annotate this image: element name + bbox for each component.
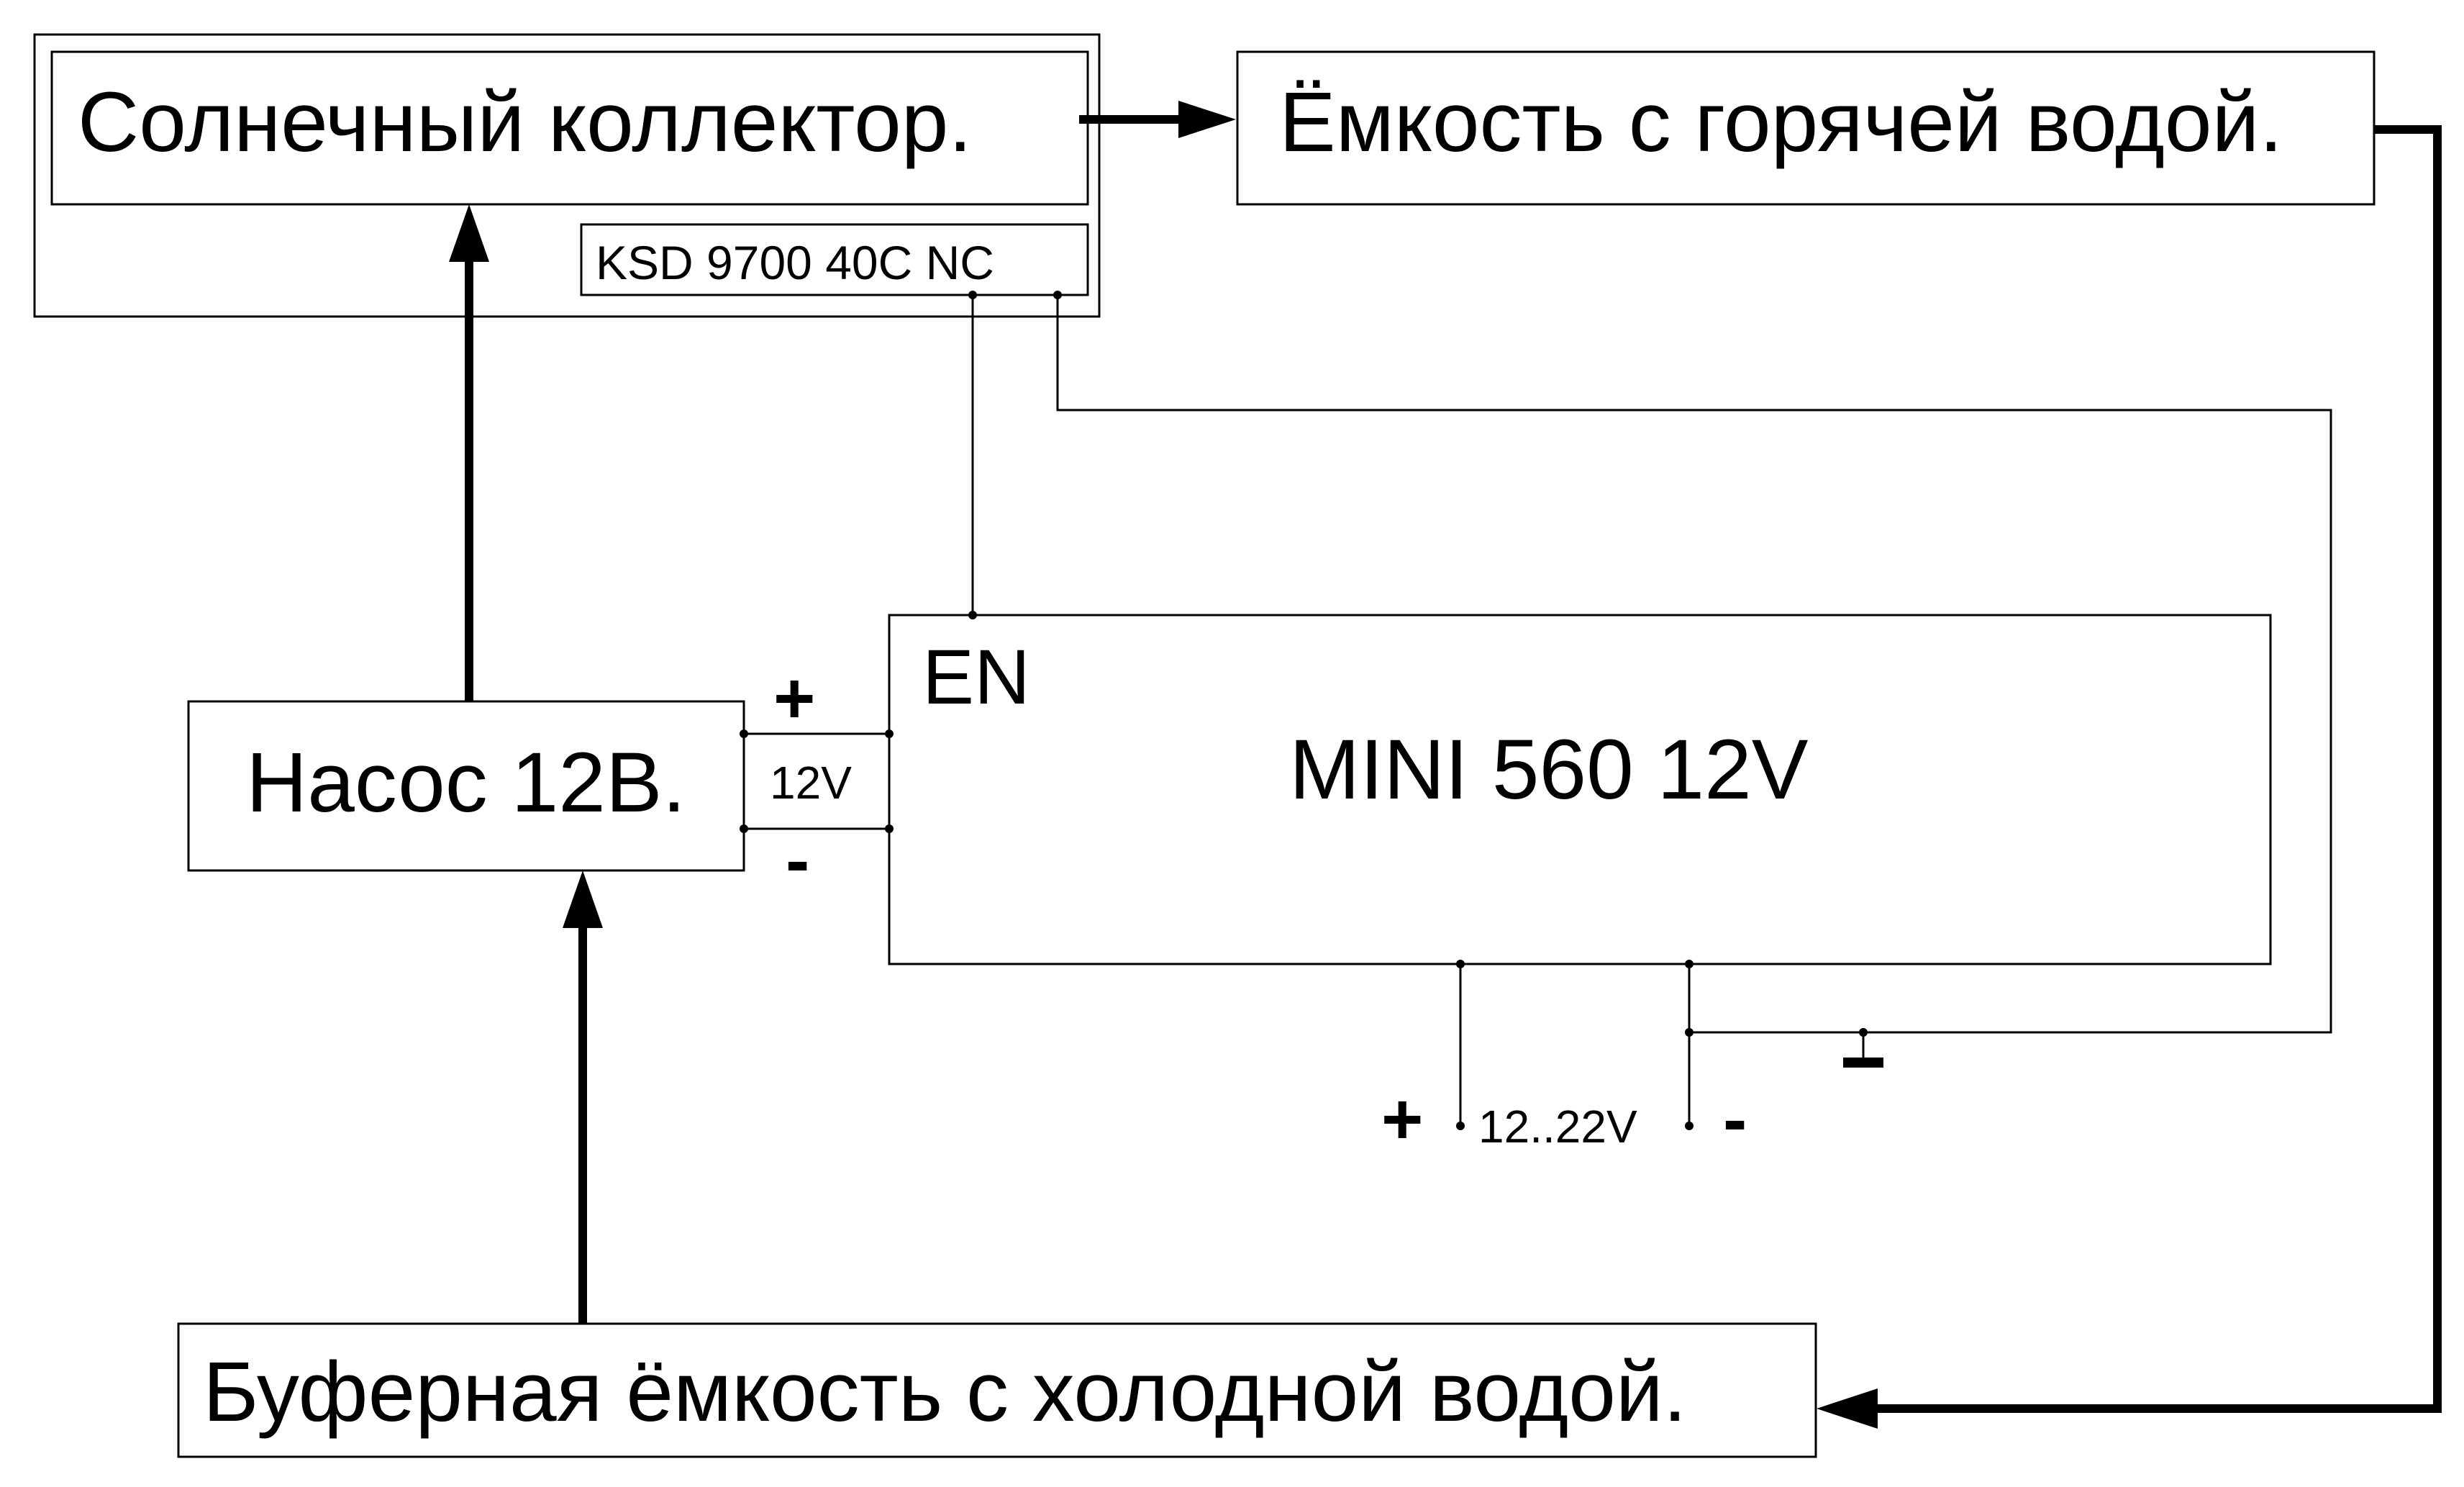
junction-dot xyxy=(1685,960,1694,968)
ground-symbol-icon xyxy=(1843,1058,1883,1068)
junction-dot xyxy=(1685,1028,1694,1037)
thermostat-ground-wire xyxy=(1056,295,2332,1034)
junction-dot xyxy=(885,729,894,738)
arrow-up-icon xyxy=(449,204,489,262)
junction-dot xyxy=(968,291,977,299)
pump-minus-sign: - xyxy=(786,820,809,901)
input-plus-sign: + xyxy=(1381,1079,1423,1160)
thermostat-box xyxy=(580,223,1089,296)
pump-voltage-label: 12V xyxy=(770,757,852,809)
arrow-right-icon xyxy=(1178,101,1236,138)
arrow-up-icon xyxy=(563,870,603,928)
converter-enable-label: EN xyxy=(922,633,1030,720)
solar-collector-box xyxy=(50,50,1089,206)
junction-dot xyxy=(1456,1122,1465,1130)
pump-voltage-box xyxy=(742,732,891,830)
hot-tank-to-cold-tank-flow xyxy=(1878,125,2442,1413)
junction-dot xyxy=(885,824,894,833)
thermostat-label: KSD 9700 40C NC xyxy=(596,236,994,289)
arrow-left-icon xyxy=(1817,1388,1878,1429)
junction-dot xyxy=(1053,291,1062,299)
input-minus-sign: - xyxy=(1723,1079,1747,1160)
cold-tank-box xyxy=(177,1322,1817,1458)
pump-label: Насос 12В. xyxy=(246,735,686,830)
junction-dot xyxy=(1685,1122,1694,1130)
input-range-label: 12..22V xyxy=(1478,1101,1637,1152)
junction-dot xyxy=(968,611,977,619)
converter-label: MINI 560 12V xyxy=(1289,722,1809,817)
solar-collector-label: Солнечный коллектор. xyxy=(78,75,972,170)
hot-tank-box xyxy=(1236,50,2376,206)
cold-tank-label: Буферная ёмкость с холодной водой. xyxy=(203,1345,1687,1440)
junction-dot xyxy=(1456,960,1465,968)
converter-box xyxy=(888,614,2272,965)
pump-box xyxy=(187,700,745,872)
hot-tank-label: Ёмкость с горячей водой. xyxy=(1279,75,2283,170)
pump-plus-sign: + xyxy=(773,658,815,739)
junction-dot xyxy=(740,824,748,833)
junction-dot xyxy=(740,729,748,738)
junction-dot xyxy=(1859,1028,1868,1037)
